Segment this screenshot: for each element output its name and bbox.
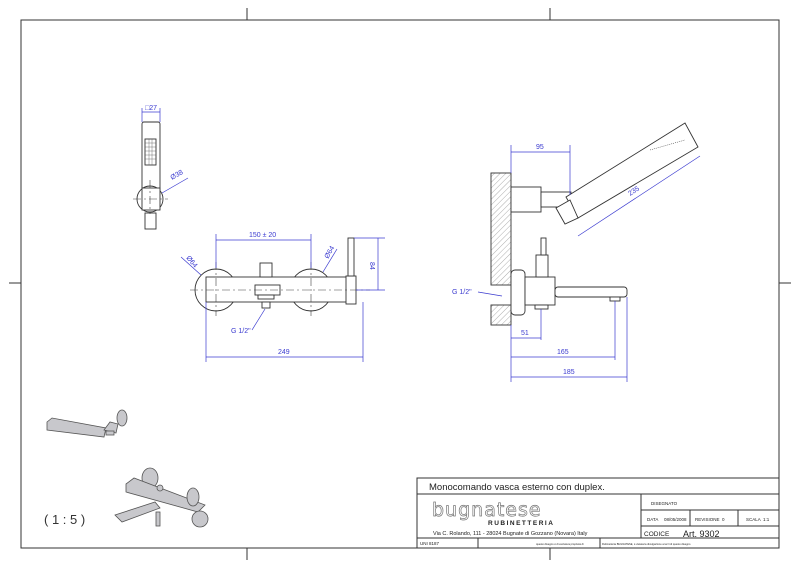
- dim-height: 84: [368, 262, 375, 270]
- codice-label: CODICE: [644, 531, 670, 538]
- revisione-value: 0: [722, 517, 725, 522]
- mixer-side-view: 95 235 G 1/2" 51 165 185: [452, 122, 701, 382]
- scala-value: 1:1: [763, 517, 770, 522]
- brand-subtitle: RUBINETTERIA: [488, 520, 554, 527]
- drawing-title: Monocomando vasca esterno con duplex.: [429, 482, 605, 493]
- handshower-front-view: □27 Ø38: [133, 105, 189, 230]
- brand-logo: bugnatese: [432, 499, 542, 521]
- title-block: Monocomando vasca esterno con duplex. bu…: [416, 477, 780, 549]
- uni-label: UNI 8187: [420, 541, 440, 546]
- data-value: 08/05/2008: [664, 517, 687, 522]
- codice-value: Art. 9302: [683, 529, 720, 539]
- company-address: Via C. Rolando, 111 - 28024 Bugnate di G…: [433, 531, 588, 537]
- notice-1: questo disegno è di esclusiva proprietà …: [536, 542, 584, 546]
- disegnato-label: DISEGNATO: [651, 501, 678, 506]
- dim-center-distance: 150 ± 20: [249, 232, 276, 239]
- revisione-label: REVISIONE: [695, 517, 720, 522]
- scala-label: SCALA: [746, 517, 761, 522]
- notice-2: Rubinetteria BUGNATESE, è vietata la div…: [602, 542, 691, 546]
- mixer-isometric: [114, 467, 209, 528]
- handshower-isometric: [46, 409, 128, 438]
- dim-inlet-side: G 1/2": [452, 289, 472, 296]
- dim-handshower-width: □27: [145, 105, 157, 112]
- dim-inlet-front: G 1/2": [231, 328, 251, 335]
- dim-side-51: 51: [521, 330, 529, 337]
- dim-side-165: 165: [557, 349, 569, 356]
- dim-side-185: 185: [563, 369, 575, 376]
- dim-handshower-dia: Ø38: [170, 169, 185, 182]
- data-label: DATA: [647, 517, 658, 522]
- mixer-front-view: 150 ± 20 Ø64 Ø64 84 G 1/2" 249: [180, 232, 385, 362]
- scale-note: ( 1 : 5 ): [44, 512, 85, 527]
- dim-side-95: 95: [536, 144, 544, 151]
- drawing-frame: [9, 8, 791, 560]
- dim-total-width: 249: [278, 349, 290, 356]
